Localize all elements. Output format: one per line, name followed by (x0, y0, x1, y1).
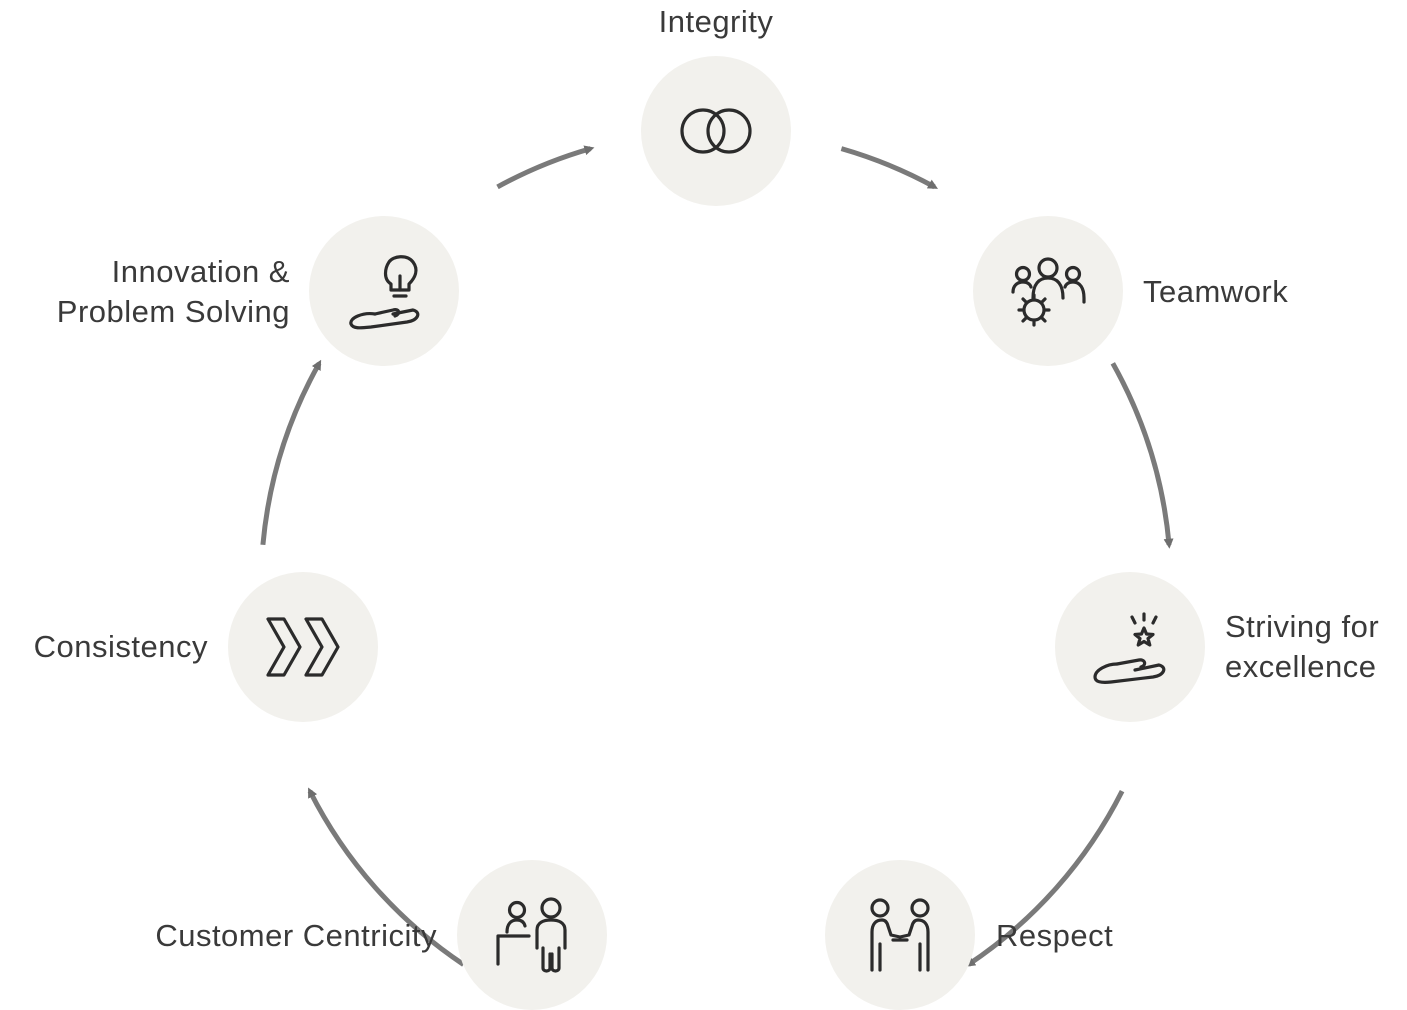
hand-lightbulb-icon (349, 255, 420, 330)
arrow-teamwork-to-striving (1110, 362, 1174, 549)
node-label-teamwork: Teamwork (1143, 272, 1288, 312)
interlocking-rings-icon (680, 108, 752, 154)
node-label-line: Consistency (33, 629, 208, 664)
node-label-respect: Respect (996, 916, 1113, 956)
node-label-customer-centricity: Customer Centricity (107, 916, 437, 956)
node-label-integrity: Integrity (616, 2, 816, 42)
team-gear-icon (1011, 257, 1086, 327)
node-label-line: Innovation & (111, 254, 290, 289)
node-label-line: Striving for (1225, 609, 1380, 644)
node-label-line: Customer Centricity (155, 918, 437, 953)
node-teamwork (973, 216, 1123, 366)
node-label-innovation-problem-solving: Innovation & Problem Solving (0, 252, 290, 332)
node-integrity (641, 56, 791, 206)
customer-service-icon (496, 897, 567, 973)
node-consistency (228, 572, 378, 722)
arrow-consistency-to-innovation (260, 359, 322, 546)
node-label-line: Problem Solving (56, 294, 290, 329)
double-chevron-icon (266, 617, 340, 677)
node-label-striving-for-excellence: Striving for excellence (1225, 607, 1379, 687)
handshake-people-icon (870, 898, 930, 972)
node-striving-for-excellence (1055, 572, 1205, 722)
node-label-line: Respect (996, 918, 1114, 953)
arrow-customer-to-consistency (307, 787, 465, 967)
arrow-striving-to-respect (965, 789, 1125, 967)
node-label-line: Teamwork (1143, 274, 1289, 309)
hand-star-icon (1093, 612, 1166, 684)
node-label-line: excellence (1225, 649, 1377, 684)
node-respect (825, 860, 975, 1010)
arrow-innovation-to-integrity (496, 145, 595, 190)
node-label-line: Integrity (658, 4, 774, 39)
arrow-integrity-to-teamwork (840, 146, 939, 190)
node-customer-centricity (457, 860, 607, 1010)
node-label-consistency: Consistency (0, 627, 208, 667)
node-innovation-problem-solving (309, 216, 459, 366)
